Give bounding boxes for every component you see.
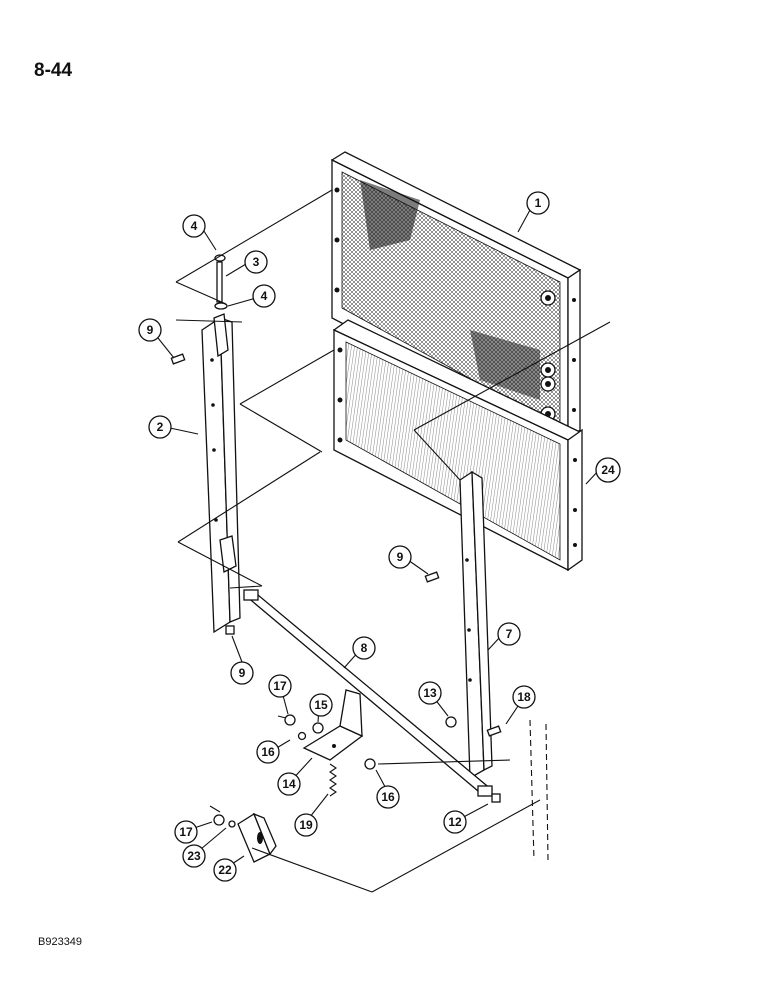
svg-text:16: 16	[261, 745, 275, 759]
condenser-core	[330, 151, 582, 442]
callout-9-right: 9	[388, 545, 412, 569]
callout-12: 12	[443, 810, 467, 834]
callout-23: 23	[182, 844, 206, 868]
svg-text:22: 22	[218, 863, 232, 877]
svg-text:1: 1	[535, 196, 542, 210]
callout-19: 19	[294, 813, 318, 837]
svg-text:24: 24	[601, 463, 615, 477]
mounting-stud	[214, 254, 228, 310]
figure-code: B923349	[38, 936, 83, 948]
callout-24: 24	[595, 457, 621, 483]
svg-text:4: 4	[191, 219, 198, 233]
hardware-nuts-bolts	[170, 353, 502, 828]
svg-text:12: 12	[448, 815, 462, 829]
svg-text:4: 4	[261, 289, 268, 303]
callout-4-top: 4	[182, 214, 206, 238]
callout-16-left: 16	[256, 740, 280, 764]
svg-text:8: 8	[361, 641, 368, 655]
callout-18: 18	[512, 685, 536, 709]
callout-7: 7	[497, 622, 521, 646]
callout-3: 3	[244, 250, 268, 274]
svg-text:3: 3	[253, 255, 260, 269]
callout-8: 8	[352, 636, 376, 660]
page-number: 8-44	[34, 60, 73, 81]
callout-14: 14	[277, 772, 301, 796]
svg-text:7: 7	[506, 627, 513, 641]
callout-17-upper: 17	[268, 674, 292, 698]
svg-text:17: 17	[273, 679, 287, 693]
callout-1: 1	[526, 191, 550, 215]
svg-text:19: 19	[299, 818, 313, 832]
svg-text:17: 17	[179, 825, 193, 839]
callout-2: 2	[148, 415, 172, 439]
callout-9-lower: 9	[230, 661, 254, 685]
tension-spring	[329, 763, 337, 797]
svg-text:9: 9	[239, 666, 246, 680]
diagonal-brace	[243, 589, 494, 797]
tensioner-bracket	[302, 689, 364, 761]
callout-22: 22	[213, 858, 237, 882]
reference-lines	[175, 189, 611, 893]
svg-text:23: 23	[187, 849, 201, 863]
callout-13: 13	[418, 681, 442, 705]
callout-4-bottom: 4	[252, 284, 276, 308]
oil-cooler-core	[332, 319, 583, 572]
right-support-bracket	[459, 470, 493, 780]
svg-text:9: 9	[397, 550, 404, 564]
svg-text:2: 2	[157, 420, 164, 434]
callout-15: 15	[309, 693, 333, 717]
callout-16-right: 16	[376, 785, 400, 809]
svg-text:18: 18	[517, 690, 531, 704]
mounting-plate	[237, 812, 277, 863]
left-support-bracket	[201, 313, 241, 634]
callout-9-upper: 9	[138, 318, 162, 342]
svg-text:16: 16	[381, 790, 395, 804]
svg-text:9: 9	[147, 323, 154, 337]
svg-text:13: 13	[423, 686, 437, 700]
svg-text:15: 15	[314, 698, 328, 712]
callout-17-lower: 17	[174, 820, 198, 844]
svg-text:14: 14	[282, 777, 296, 791]
